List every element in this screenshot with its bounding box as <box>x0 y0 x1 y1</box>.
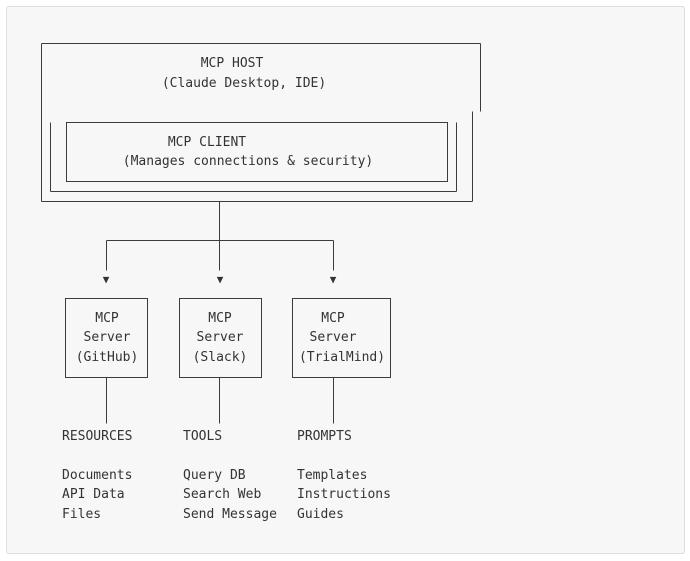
diagram-panel <box>6 6 685 554</box>
category-resources: RESOURCES <box>62 429 133 444</box>
category-tools: TOOLS <box>183 429 223 444</box>
list-item: API Data <box>62 487 125 502</box>
list-item: Files <box>62 507 102 522</box>
list-item: Instructions <box>297 487 391 502</box>
list-item: Documents <box>62 468 133 483</box>
list-item: Templates <box>297 468 368 483</box>
server-stems <box>106 377 334 424</box>
client-box <box>50 122 457 192</box>
arrow-down-icon: ▼ <box>216 273 224 286</box>
client-title: MCP CLIENT <box>167 135 247 150</box>
client-subtitle: (Manages connections & security) <box>122 154 374 169</box>
server-label-line2: Server <box>309 330 357 345</box>
arrow-down-icon: ▼ <box>329 273 337 286</box>
list-item: Query DB <box>183 468 246 483</box>
host-box <box>41 43 481 202</box>
host-subtitle: (Claude Desktop, IDE) <box>161 76 327 91</box>
server-label-line3: (Slack) <box>192 350 248 365</box>
server-label-line2: Server <box>83 330 131 345</box>
host-title: MCP HOST <box>200 56 264 71</box>
server-label-line3: (GitHub) <box>75 350 139 365</box>
server-label-line1: MCP <box>95 311 119 326</box>
server-label-line1: MCP <box>321 311 345 326</box>
server-label-line2: Server <box>196 330 244 345</box>
server-label-line1: MCP <box>208 311 232 326</box>
arrow-down-icon: ▼ <box>102 273 110 286</box>
server-box-slack <box>179 298 262 378</box>
server-box-trialmind <box>292 298 391 378</box>
server-label-line3: (TrialMind) <box>298 350 386 365</box>
connector-lines <box>106 201 334 271</box>
category-prompts: PROMPTS <box>297 429 352 444</box>
list-item: Send Message <box>183 507 277 522</box>
list-item: Guides <box>297 507 344 522</box>
list-item: Search Web <box>183 487 262 502</box>
